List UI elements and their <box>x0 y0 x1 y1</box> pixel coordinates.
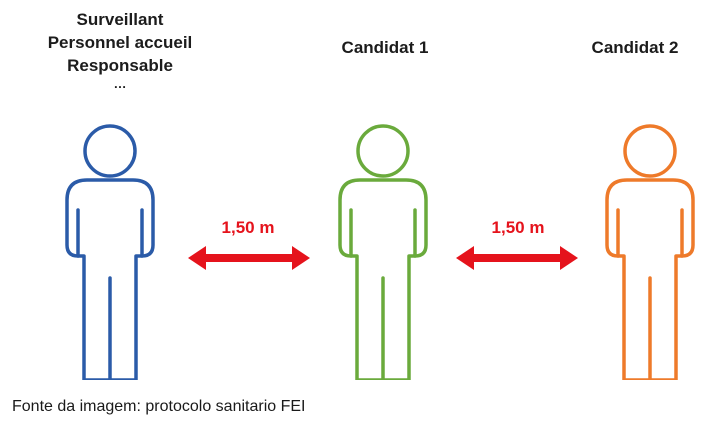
label-line: Candidat 2 <box>591 38 679 57</box>
label-line: Surveillant <box>76 10 164 29</box>
person-label-staff: Surveillant Personnel accueil Responsabl… <box>20 8 220 91</box>
distance-label: 1,50 m <box>221 218 275 237</box>
label-line: Personnel accueil <box>47 33 193 52</box>
double-arrow-icon <box>188 246 310 270</box>
label-line: Responsable <box>67 56 173 75</box>
label-line: Candidat 1 <box>341 38 429 57</box>
person-icon <box>338 124 428 380</box>
person-icon <box>605 124 695 380</box>
double-arrow-icon <box>456 246 578 270</box>
person-label-candidate-2: Candidat 2 <box>555 36 708 59</box>
person-label-candidate-1: Candidat 1 <box>305 36 465 59</box>
image-caption: Fonte da imagem: protocolo sanitario FEI <box>12 398 306 415</box>
person-icon <box>65 124 155 380</box>
label-line-ellipsis: … <box>113 76 127 91</box>
distance-label: 1,50 m <box>491 218 545 237</box>
